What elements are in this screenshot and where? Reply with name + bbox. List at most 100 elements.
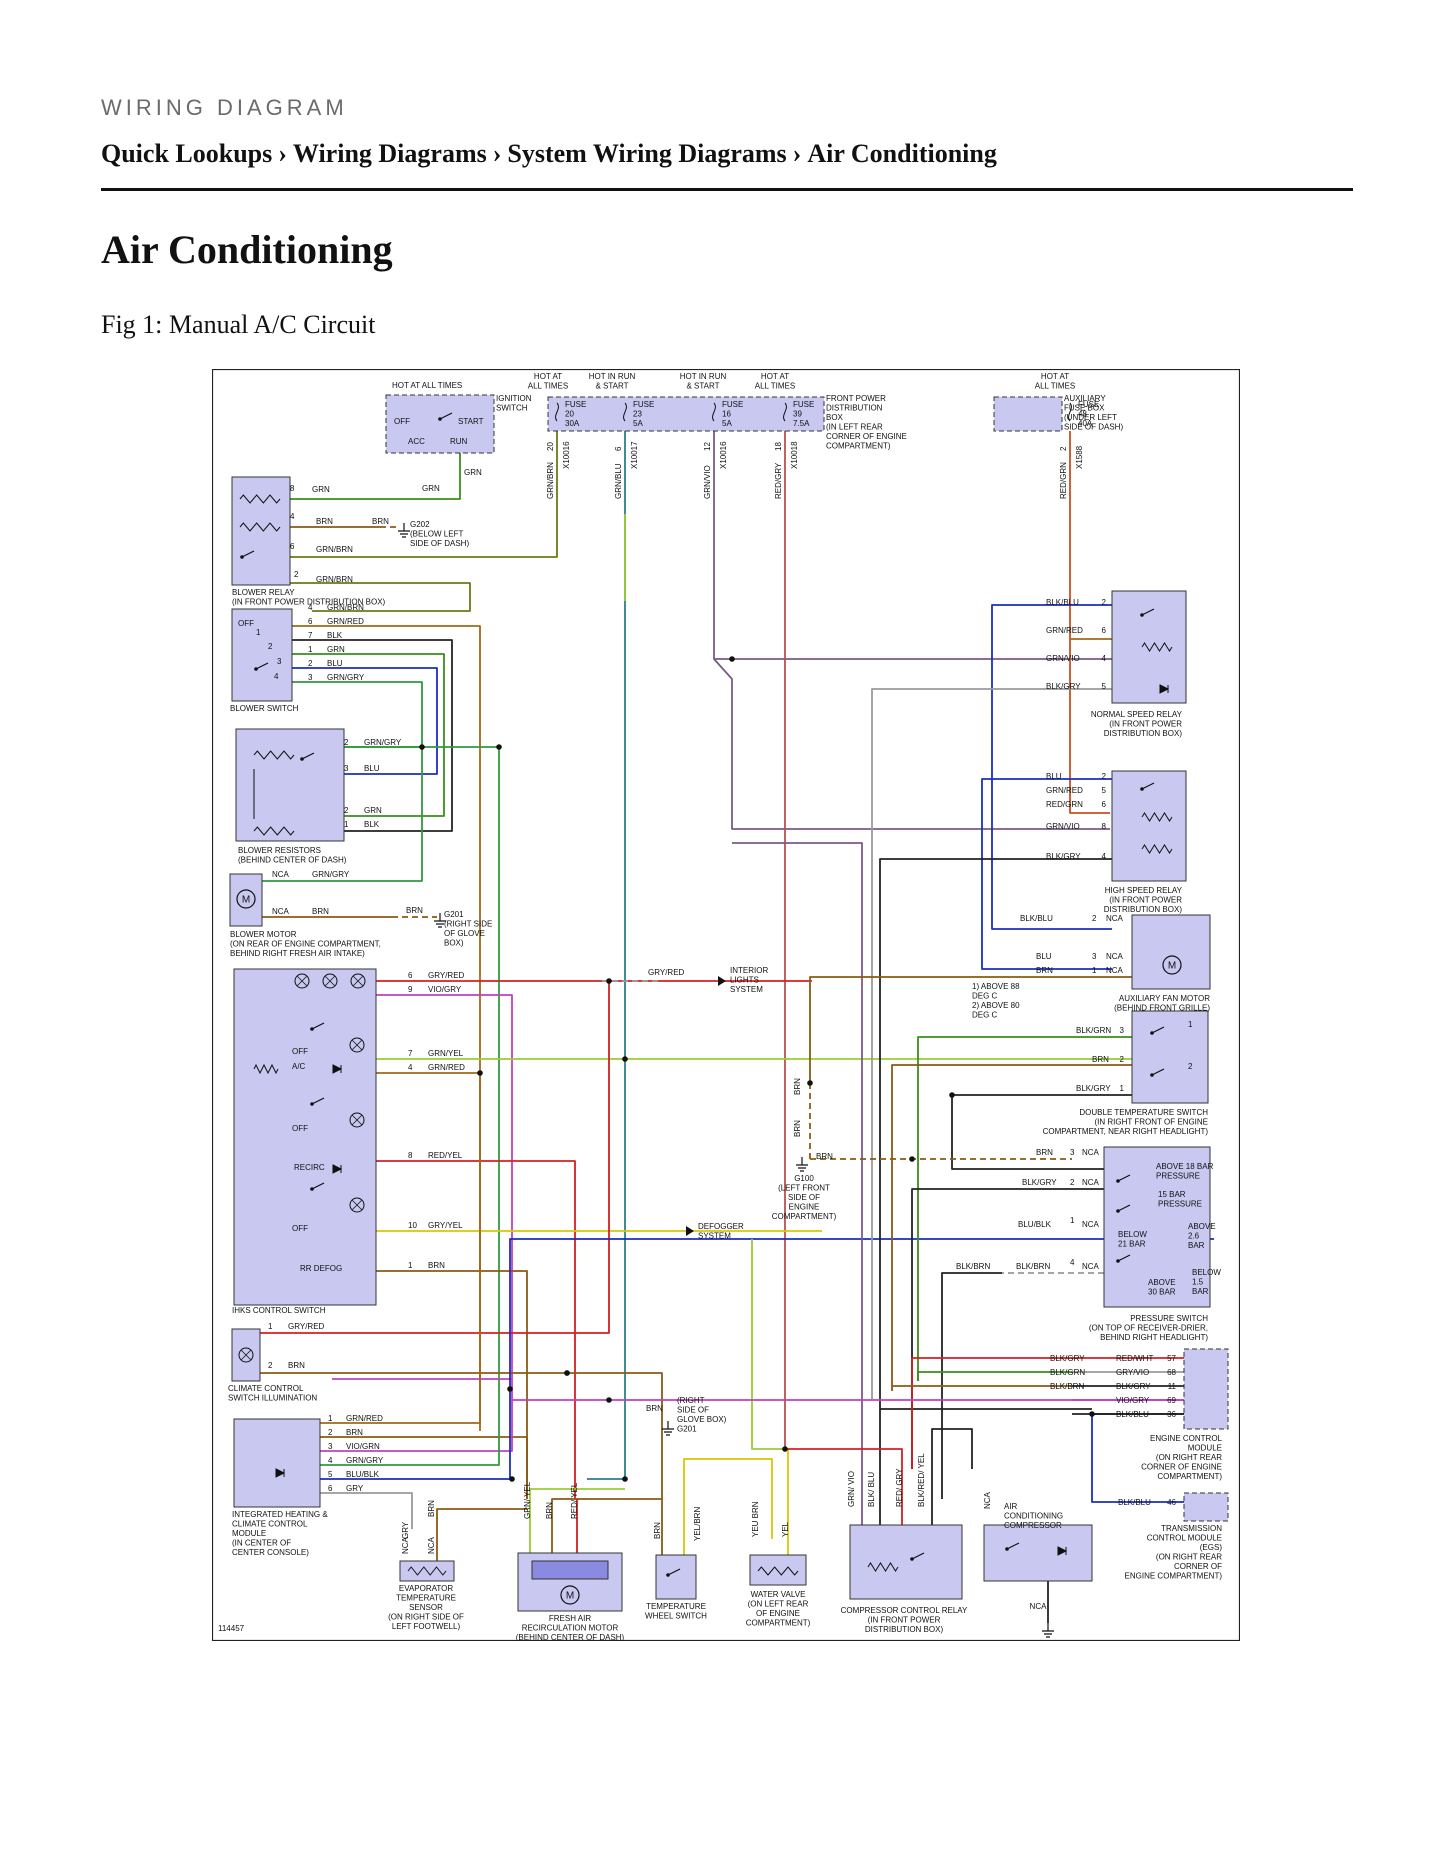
wire bbox=[871, 688, 1112, 1399]
fuse-label: 5A bbox=[722, 419, 732, 428]
fuse-wire-label: GRN/VIO bbox=[703, 465, 712, 499]
splice-point bbox=[949, 1092, 955, 1098]
normal-speed-relay bbox=[1111, 590, 1187, 704]
blower-resistors-label: BLOWER RESISTORS bbox=[238, 846, 321, 855]
pressure-label: 30 BAR bbox=[1148, 1288, 1176, 1297]
wire-label: GRY/YEL bbox=[428, 1221, 463, 1230]
front-power-distribution-label: (IN LEFT REAR bbox=[826, 423, 883, 432]
pin-number: 3 bbox=[344, 764, 349, 773]
wire-label: BLK bbox=[327, 631, 343, 640]
breadcrumb-separator: › bbox=[492, 139, 502, 168]
breadcrumb-wiring-diagrams[interactable]: Wiring Diagrams bbox=[292, 139, 487, 168]
breadcrumb-air-conditioning[interactable]: Air Conditioning bbox=[807, 139, 997, 168]
high-relay-contact-icon bbox=[1141, 782, 1155, 790]
ground-g201-label: (RIGHT SIDE bbox=[444, 920, 492, 929]
ground-g202-label: (BELOW LEFT bbox=[410, 530, 463, 539]
fuse-heading: HOT IN RUN bbox=[680, 372, 727, 381]
wire-label: NCA bbox=[983, 1491, 992, 1509]
wire bbox=[320, 1389, 500, 1466]
motor-icon-letter: M bbox=[1168, 961, 1176, 972]
wire-grn-vio-high bbox=[713, 658, 1110, 830]
wire bbox=[683, 1458, 773, 1555]
front-power-distribution-label: DISTRIBUTION bbox=[826, 404, 883, 413]
fuse-label: FUSE bbox=[1078, 400, 1099, 409]
pin-number: 68 bbox=[1167, 1368, 1176, 1377]
engine-control-module-label: (ON RIGHT REAR bbox=[1156, 1453, 1222, 1462]
ground-g100-label: ENGINE bbox=[789, 1203, 820, 1212]
ground-g201-label: BOX) bbox=[444, 939, 464, 948]
lamp-filament-icon bbox=[351, 1039, 363, 1051]
ground-g201-label: G201 bbox=[444, 910, 464, 919]
pin-number: 1 bbox=[408, 1261, 413, 1270]
temperature-notes: 1) ABOVE 88 bbox=[972, 982, 1020, 991]
fuse-heading: ALL TIMES bbox=[1035, 382, 1075, 391]
ac-compressor-diode-icon bbox=[1057, 1546, 1068, 1556]
resistor-switch-icon bbox=[301, 752, 315, 760]
wire-label: GRN/GRY bbox=[346, 1456, 384, 1465]
double-temp-contact-icon bbox=[1151, 1068, 1165, 1076]
ihka-module bbox=[233, 1418, 321, 1508]
switch-pivot-icon bbox=[1116, 1179, 1120, 1183]
wire bbox=[320, 1436, 528, 1499]
wire-label: BLK/GRY bbox=[1022, 1178, 1057, 1187]
fuse-label: 30A bbox=[565, 419, 580, 428]
blower-resistor-icon bbox=[253, 750, 295, 760]
pin-number: 3 bbox=[308, 673, 313, 682]
wire-label: NCA bbox=[1082, 1148, 1100, 1157]
front-power-distribution-label: COMPARTMENT) bbox=[826, 442, 891, 451]
wire-label: GRY/RED bbox=[288, 1322, 325, 1331]
fuse-label: 5A bbox=[633, 419, 643, 428]
wire bbox=[436, 1508, 527, 1561]
wire-label: NCA bbox=[1030, 1602, 1048, 1611]
defogger-label: SYSTEM bbox=[698, 1232, 731, 1241]
compressor-relay-label: DISTRIBUTION BOX) bbox=[865, 1625, 944, 1634]
pin-number: 2 bbox=[344, 806, 349, 815]
ihka-label: INTEGRATED HEATING & bbox=[232, 1510, 328, 1519]
blower-motor-icon bbox=[236, 889, 256, 909]
wire-label: BRN bbox=[288, 1361, 305, 1370]
wire-layer bbox=[260, 431, 1214, 1623]
lamp-filament-icon bbox=[352, 975, 364, 987]
pin-number: 2 bbox=[294, 570, 299, 579]
wire-label: GRN/RED bbox=[346, 1414, 383, 1423]
fuse-label: 16 bbox=[722, 410, 731, 419]
double-temp-label: COMPARTMENT, NEAR RIGHT HEADLIGHT) bbox=[1043, 1127, 1209, 1136]
wire bbox=[290, 582, 471, 612]
ground-g100-label: (LEFT FRONT bbox=[778, 1184, 830, 1193]
ground-g201b-label: G201 bbox=[677, 1425, 697, 1434]
pin-number: 57 bbox=[1167, 1354, 1176, 1363]
ihka-label: CLIMATE CONTROL bbox=[232, 1520, 308, 1529]
wire-label: BRN bbox=[427, 1500, 436, 1517]
ground-g100-label: G100 bbox=[794, 1174, 814, 1183]
ground-g100-label: COMPARTMENT) bbox=[772, 1212, 837, 1221]
wire-label: NCA bbox=[427, 1536, 436, 1554]
wire-label: YEU BRN bbox=[751, 1501, 760, 1537]
engine-control-module bbox=[1183, 1348, 1229, 1430]
fuse-connector: X10016 bbox=[562, 441, 571, 469]
pin-number: 9 bbox=[408, 985, 413, 994]
wire-label: GRY bbox=[346, 1484, 364, 1493]
auxiliary-fuse-box-label: FUSE BOX bbox=[1064, 404, 1105, 413]
breadcrumb-system-wiring-diagrams[interactable]: System Wiring Diagrams bbox=[507, 139, 787, 168]
wire-label: GRN bbox=[464, 468, 482, 477]
ground-g202-icon bbox=[398, 523, 410, 538]
normal-relay-contact-icon bbox=[1141, 608, 1155, 616]
lamp-filament-icon bbox=[351, 1199, 363, 1211]
motor-icon-letter: M bbox=[566, 1591, 574, 1602]
wire-label: BLK/BRN bbox=[1016, 1262, 1050, 1271]
ignition-position-start: START bbox=[458, 417, 484, 426]
pin-number: 3 bbox=[1070, 1148, 1075, 1157]
wire bbox=[891, 1064, 1132, 1391]
wire bbox=[320, 1379, 513, 1452]
wire bbox=[917, 1371, 1072, 1381]
pressure-label: 1.5 bbox=[1192, 1278, 1204, 1287]
splice-point bbox=[419, 744, 425, 750]
pin-number: 4 bbox=[290, 512, 295, 521]
engine-control-module-label: COMPARTMENT) bbox=[1157, 1472, 1222, 1481]
pin-number: 6 bbox=[308, 617, 313, 626]
wire bbox=[529, 1488, 625, 1553]
temperature-wheel-switch bbox=[655, 1554, 697, 1600]
ac-compressor-clutch-icon bbox=[1006, 1542, 1020, 1550]
ground-g201b-label: (RIGHT bbox=[677, 1396, 705, 1405]
breadcrumb-quick-lookups[interactable]: Quick Lookups bbox=[101, 139, 273, 168]
